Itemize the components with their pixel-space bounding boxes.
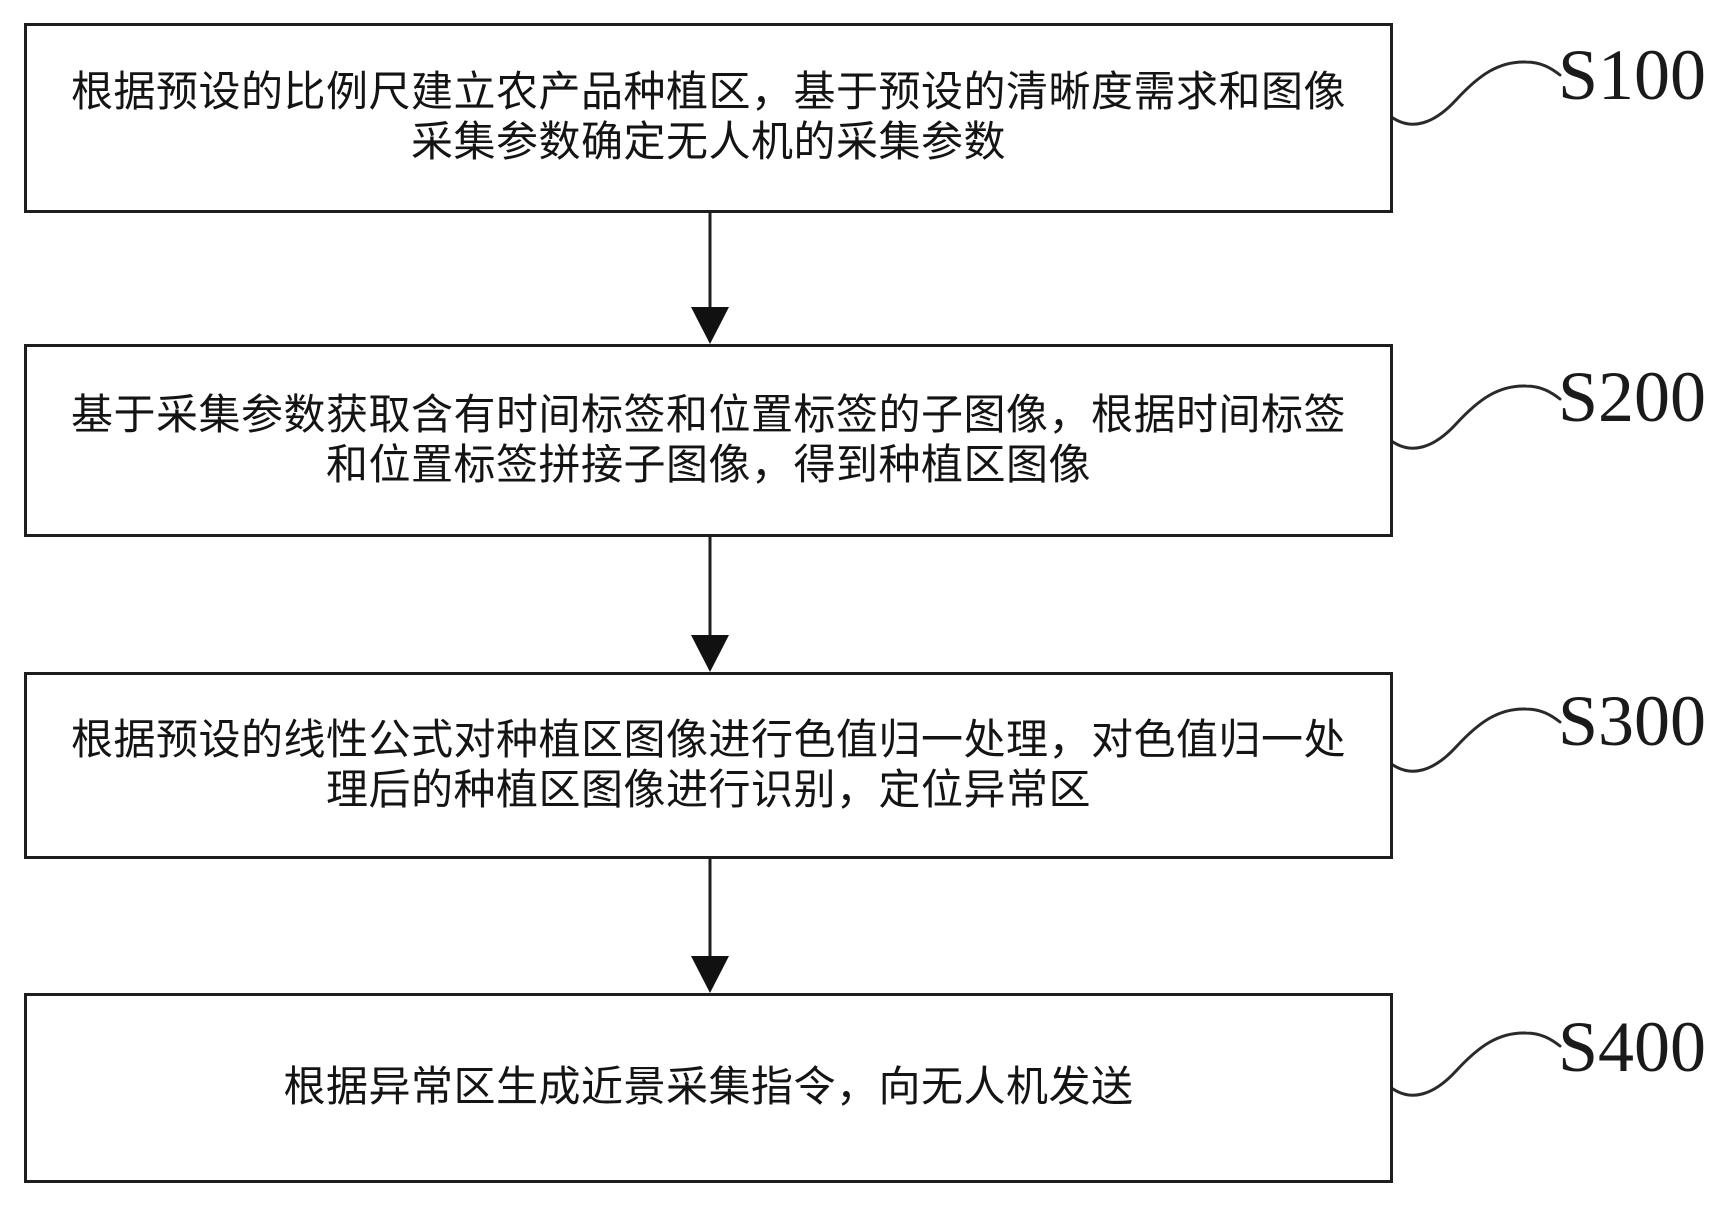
arrowhead-icon [691, 635, 729, 672]
label-leader-s300 [1391, 707, 1562, 773]
label-leader-s200 [1391, 384, 1562, 450]
step-label-s400: S400 [1558, 1006, 1707, 1087]
arrowhead-icon [691, 956, 729, 993]
step-text-s100: 根据预设的比例尺建立农产品种植区，基于预设的清晰度需求和图像采集参数确定无人机的… [70, 70, 1346, 166]
step-box-s300: 根据预设的线性公式对种植区图像进行色值归一处理，对色值归一处理后的种植区图像进行… [24, 672, 1393, 859]
step-text-s400: 根据异常区生成近景采集指令，向无人机发送 [283, 1065, 1134, 1111]
step-label-s200: S200 [1558, 356, 1707, 437]
step-text-s300: 根据预设的线性公式对种植区图像进行色值归一处理，对色值归一处理后的种植区图像进行… [70, 717, 1346, 814]
arrowhead-icon [691, 307, 729, 344]
step-label-s300: S300 [1558, 680, 1707, 761]
step-box-s100: 根据预设的比例尺建立农产品种植区，基于预设的清晰度需求和图像采集参数确定无人机的… [24, 23, 1393, 213]
step-text-s200: 基于采集参数获取含有时间标签和位置标签的子图像，根据时间标签和位置标签拼接子图像… [70, 392, 1346, 489]
flow-arrow-1 [691, 213, 729, 344]
step-box-s200: 基于采集参数获取含有时间标签和位置标签的子图像，根据时间标签和位置标签拼接子图像… [24, 344, 1393, 537]
label-leader-s100 [1391, 60, 1562, 126]
step-label-s100: S100 [1558, 34, 1707, 115]
flow-arrow-2 [691, 537, 729, 672]
step-box-s400: 根据异常区生成近景采集指令，向无人机发送 [24, 993, 1393, 1183]
label-leader-s400 [1391, 1031, 1562, 1097]
flow-arrow-3 [691, 859, 729, 993]
